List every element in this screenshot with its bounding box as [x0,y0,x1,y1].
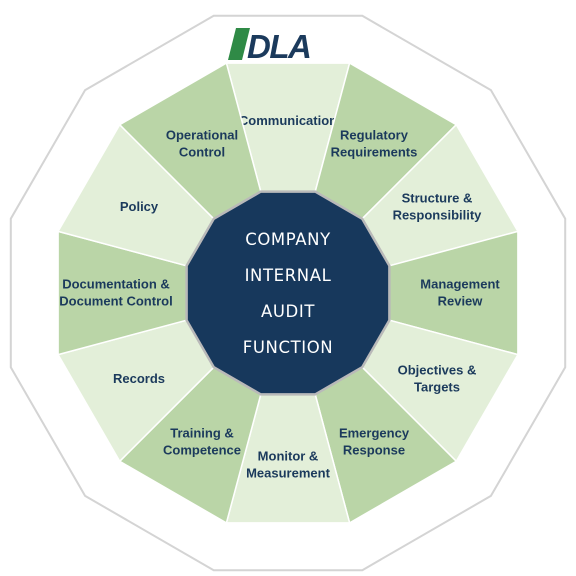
center-line-4: FUNCTION [243,338,334,357]
segment-10-label-line-1: Documentation & [62,277,170,292]
segment-9-label-line-1: Records [113,371,165,386]
segment-2-label-line-1: Regulatory [340,128,409,143]
segment-6-label-line-2: Response [343,443,405,458]
segment-5-label-line-1: Objectives & [398,363,477,378]
segment-2-label-line-2: Requirements [331,145,418,160]
segment-12-label-line-2: Control [179,145,225,160]
segment-10-label-line-2: Document Control [59,294,172,309]
segment-4-label-line-2: Review [438,294,484,309]
segment-7-label-line-2: Measurement [246,466,330,481]
segment-8-label-line-1: Training & [170,426,234,441]
segment-7-label-line-1: Monitor & [258,449,319,464]
logo-text: DLA [247,28,310,65]
center-line-2: INTERNAL [245,266,332,285]
logo-mark-icon [228,28,250,60]
segment-3-label-line-2: Responsibility [393,208,483,223]
segment-6-label-line-1: Emergency [339,426,410,441]
dla-logo: DLA [228,28,312,65]
segment-11-label-line-1: Policy [120,199,159,214]
segment-4-label-line-1: Management [420,277,500,292]
segments-layer: CommunicationRegulatoryRequirementsStruc… [56,61,520,525]
center-hub [185,190,391,396]
segment-12-label-line-1: Operational [166,128,238,143]
center-line-1: COMPANY [245,230,331,249]
segment-5-label-line-2: Targets [414,380,460,395]
segment-8-label-line-2: Competence [163,443,241,458]
center-text-group: COMPANY INTERNAL AUDIT FUNCTION [243,230,334,357]
segment-3-label-line-1: Structure & [402,191,473,206]
center-line-3: AUDIT [261,302,315,321]
segment-1-label-line-1: Communication [239,113,337,128]
